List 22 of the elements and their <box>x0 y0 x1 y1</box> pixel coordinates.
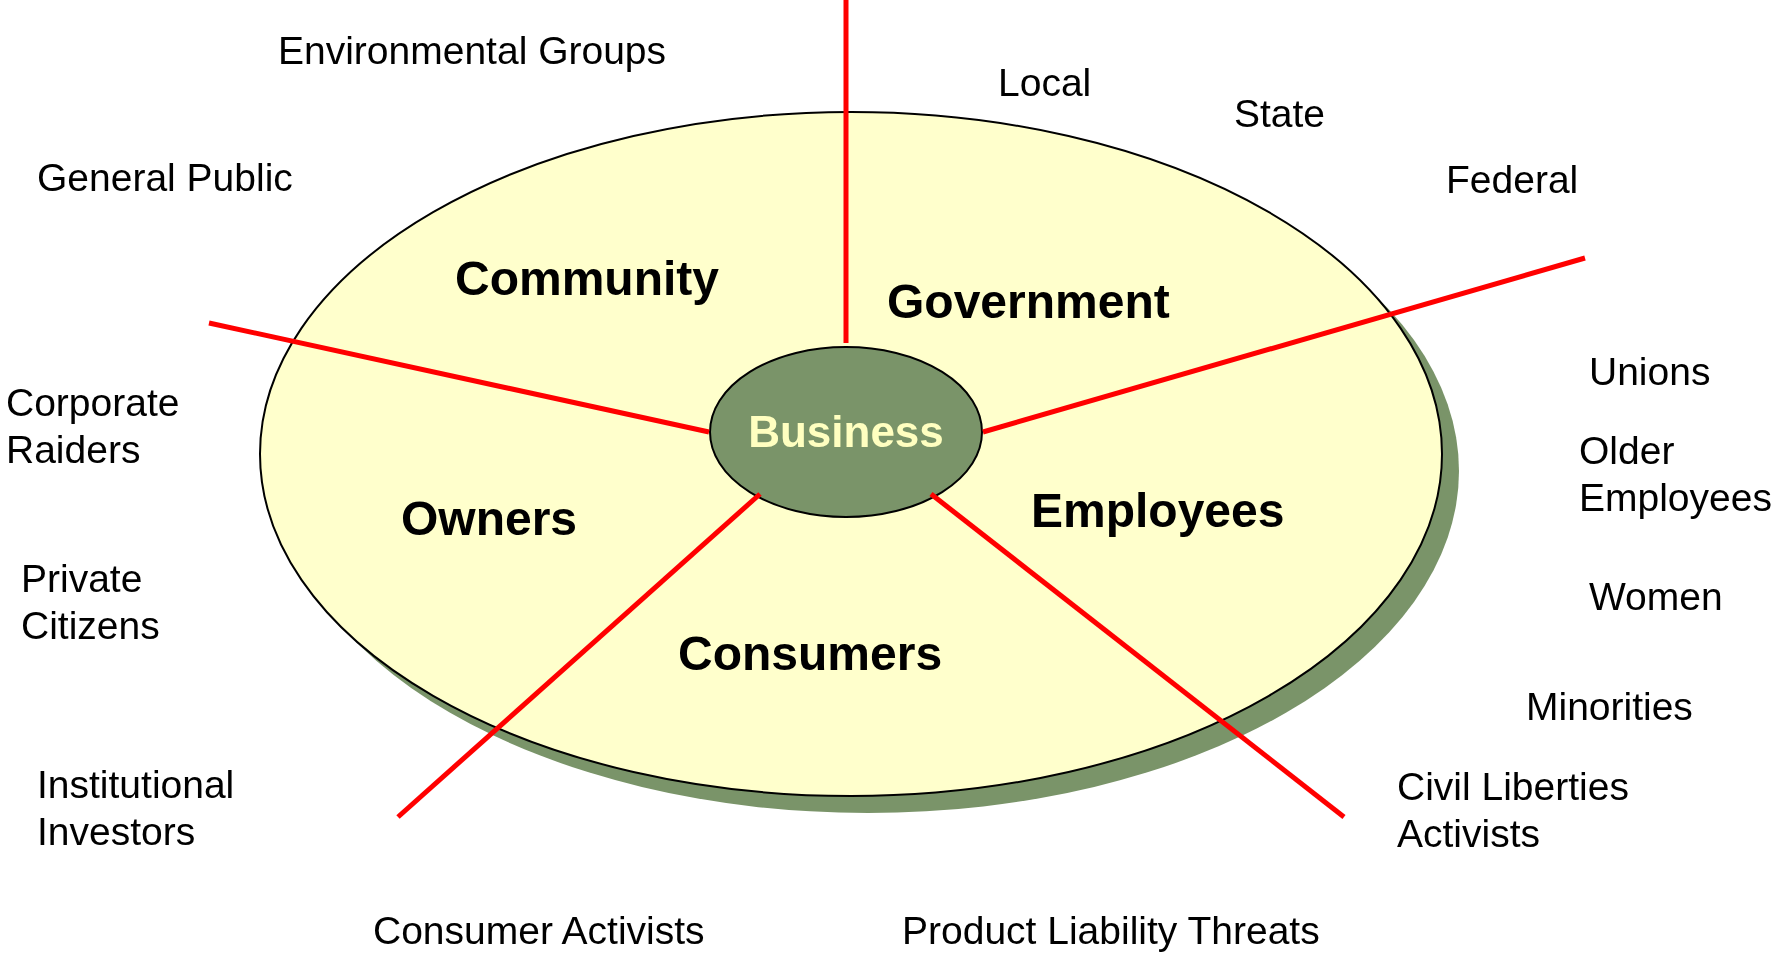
sector-label: Employees <box>1031 483 1285 539</box>
stakeholder-label: Civil Liberties Activists <box>1397 764 1630 857</box>
stakeholder-label: State <box>1234 91 1326 137</box>
stakeholder-label: General Public <box>37 155 293 201</box>
stakeholder-label: Federal <box>1446 157 1579 203</box>
stakeholder-label: Corporate Raiders <box>6 380 181 473</box>
stakeholder-label: Local <box>998 60 1092 106</box>
center-ellipse <box>709 346 983 518</box>
stakeholder-label: Consumer Activists <box>373 908 705 954</box>
sector-label: Community <box>455 251 719 307</box>
stakeholder-label: Minorities <box>1526 684 1693 730</box>
stakeholder-label: Unions <box>1589 349 1711 395</box>
stakeholder-label: Product Liability Threats <box>902 908 1320 954</box>
sector-label: Consumers <box>678 626 943 682</box>
center-label: Business <box>748 407 944 457</box>
sector-label: Government <box>887 274 1170 330</box>
sector-label: Owners <box>401 491 578 547</box>
stakeholder-label: Private Citizens <box>21 556 161 649</box>
stakeholder-label: Older Employees <box>1579 428 1773 521</box>
stakeholder-label: Women <box>1589 574 1723 620</box>
stakeholder-label: Institutional Investors <box>37 762 236 855</box>
stakeholder-label: Environmental Groups <box>278 28 667 74</box>
